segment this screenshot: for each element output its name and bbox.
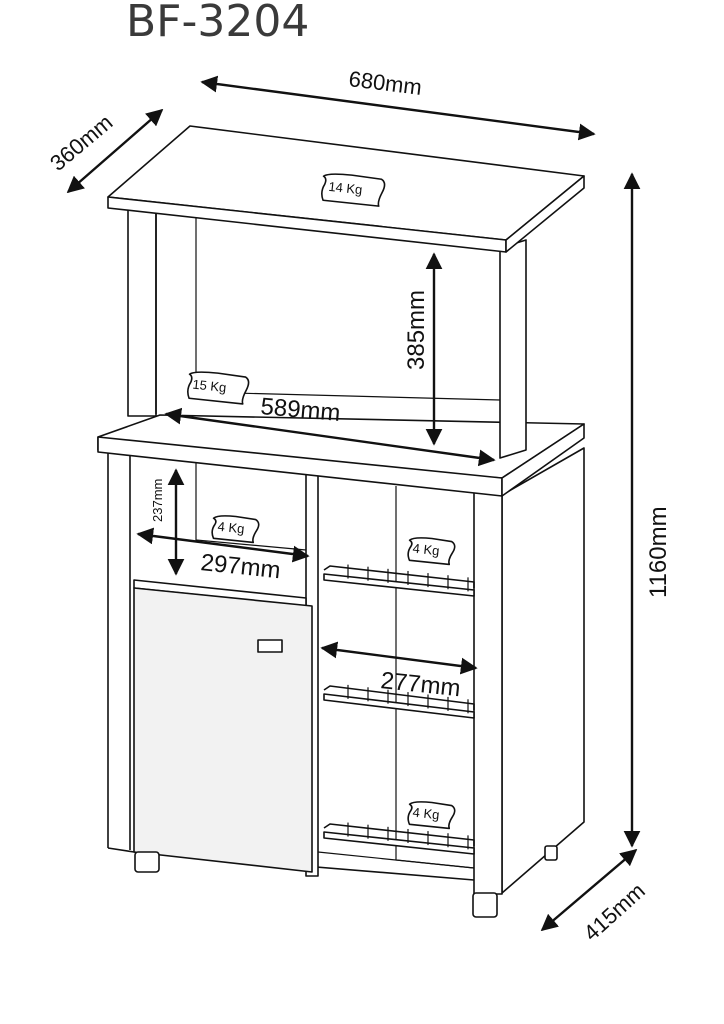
door-handle <box>257 639 283 653</box>
basket-width-arrow <box>320 641 478 675</box>
width-label: 680mm <box>347 66 423 100</box>
basket-middle <box>323 685 475 719</box>
load-label-basket-top: 4 Kg <box>412 541 440 559</box>
load-tag-counter: 15 Kg <box>187 371 250 405</box>
load-tag-cubby: 4 Kg <box>211 515 260 544</box>
base-depth-arrow <box>540 848 638 932</box>
cubby-width-arrow <box>136 527 310 563</box>
basket-width-label: 277mm <box>379 667 461 702</box>
load-label-cubby: 4 Kg <box>217 519 245 537</box>
height-label: 1160mm <box>645 506 672 598</box>
basket-bottom <box>323 823 475 855</box>
load-label-counter: 15 Kg <box>192 377 227 395</box>
door <box>133 587 313 873</box>
load-tag-top-shelf: 14 Kg <box>321 173 386 207</box>
depth-label: 360mm <box>45 110 117 176</box>
load-tag-basket-bottom: 4 Kg <box>407 801 456 830</box>
depth-arrow <box>66 108 164 194</box>
load-label-top-shelf: 14 Kg <box>328 179 363 197</box>
niche-width-arrow <box>164 407 496 467</box>
niche-height-label: 385mm <box>403 290 430 370</box>
basket-top <box>323 565 475 597</box>
load-tag-basket-top: 4 Kg <box>407 537 456 566</box>
width-arrow <box>200 75 596 141</box>
cubby-height-label: 237mm <box>150 479 165 522</box>
cubby-width-label: 297mm <box>199 549 281 584</box>
cabinet <box>97 125 585 918</box>
load-label-basket-bottom: 4 Kg <box>412 805 440 823</box>
model-title: BF-3204 <box>126 0 309 47</box>
